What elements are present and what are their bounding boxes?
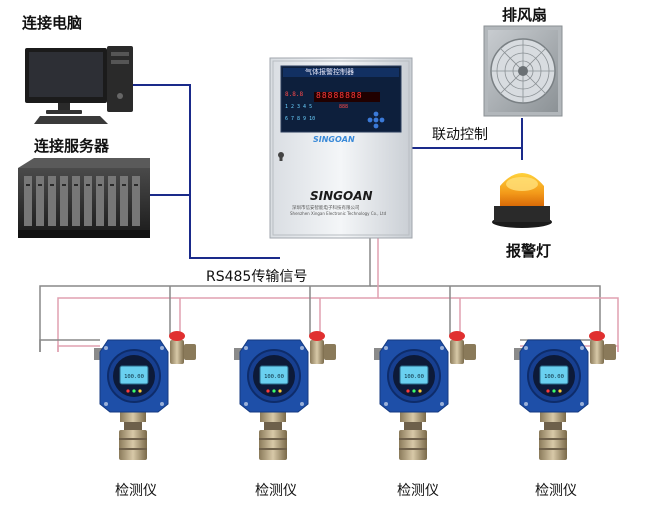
fan-icon: [483, 25, 563, 117]
detector-reading: 100.00: [124, 374, 144, 380]
computer-icon: [25, 46, 133, 124]
detector-icon: 100.00: [94, 331, 196, 460]
detector-group: 100.00 100.00 100.00 100.00: [94, 331, 616, 460]
label-detector-2: 检测仪: [255, 483, 297, 499]
label-server: 连接服务器: [34, 137, 110, 155]
alarm-light-icon: [492, 173, 552, 228]
controller-status-a: 1 2 3 4 5: [285, 104, 313, 110]
label-detector-3: 检测仪: [397, 483, 439, 499]
controller-brand: SINGOAN: [310, 189, 373, 203]
wiring: [39, 84, 619, 352]
detector-reading: 100.00: [264, 374, 284, 380]
label-detector-1: 检测仪: [115, 483, 157, 499]
label-linkage: 联动控制: [432, 127, 488, 143]
controller-main-digits: 88888888: [316, 91, 363, 100]
controller-company: 深圳市信安智能电子科技有限公司: [292, 206, 360, 211]
label-alarm-light: 报警灯: [506, 242, 552, 260]
label-rs485: RS485传输信号: [206, 269, 308, 285]
controller-company-en: Shenzhen Xingan Electronic Technology Co…: [290, 211, 387, 216]
controller-title: 气体报警控制器: [305, 68, 354, 76]
controller-brand-small: SINGOAN: [313, 135, 355, 144]
controller-cabinet: [269, 57, 413, 239]
detector-reading: 100.00: [404, 374, 424, 380]
label-fan: 排风扇: [502, 6, 548, 24]
controller-small-digits-b: 888: [339, 104, 349, 110]
label-detector-4: 检测仪: [535, 483, 577, 499]
label-computer: 连接电脑: [22, 14, 83, 32]
detector-icon: 100.00: [374, 331, 476, 460]
controller-status-b: 6 7 8 9 10: [285, 116, 316, 122]
detector-icon: 100.00: [514, 331, 616, 460]
server-icon: [18, 158, 150, 238]
controller-small-digits-a: 8.8.8: [285, 91, 304, 98]
detector-icon: 100.00: [234, 331, 336, 460]
detector-reading: 100.00: [544, 374, 564, 380]
